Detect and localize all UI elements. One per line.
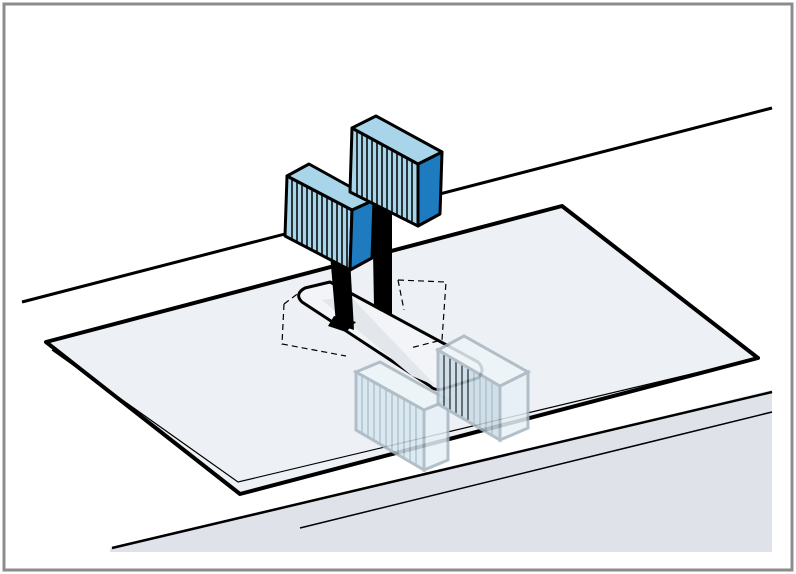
ghost-filter-right — [434, 334, 532, 443]
filter-stem-left — [330, 254, 354, 330]
filter-cartridge-icon — [283, 162, 376, 272]
stem-base-left — [328, 316, 356, 332]
front-edge-bevel — [299, 411, 773, 529]
panel-inner-edge — [51, 349, 751, 483]
filter-cartridge-icon — [348, 114, 444, 228]
filter-stem-right — [372, 196, 392, 314]
dashed-outline-icon — [281, 279, 447, 357]
front-edge-top — [111, 390, 773, 550]
